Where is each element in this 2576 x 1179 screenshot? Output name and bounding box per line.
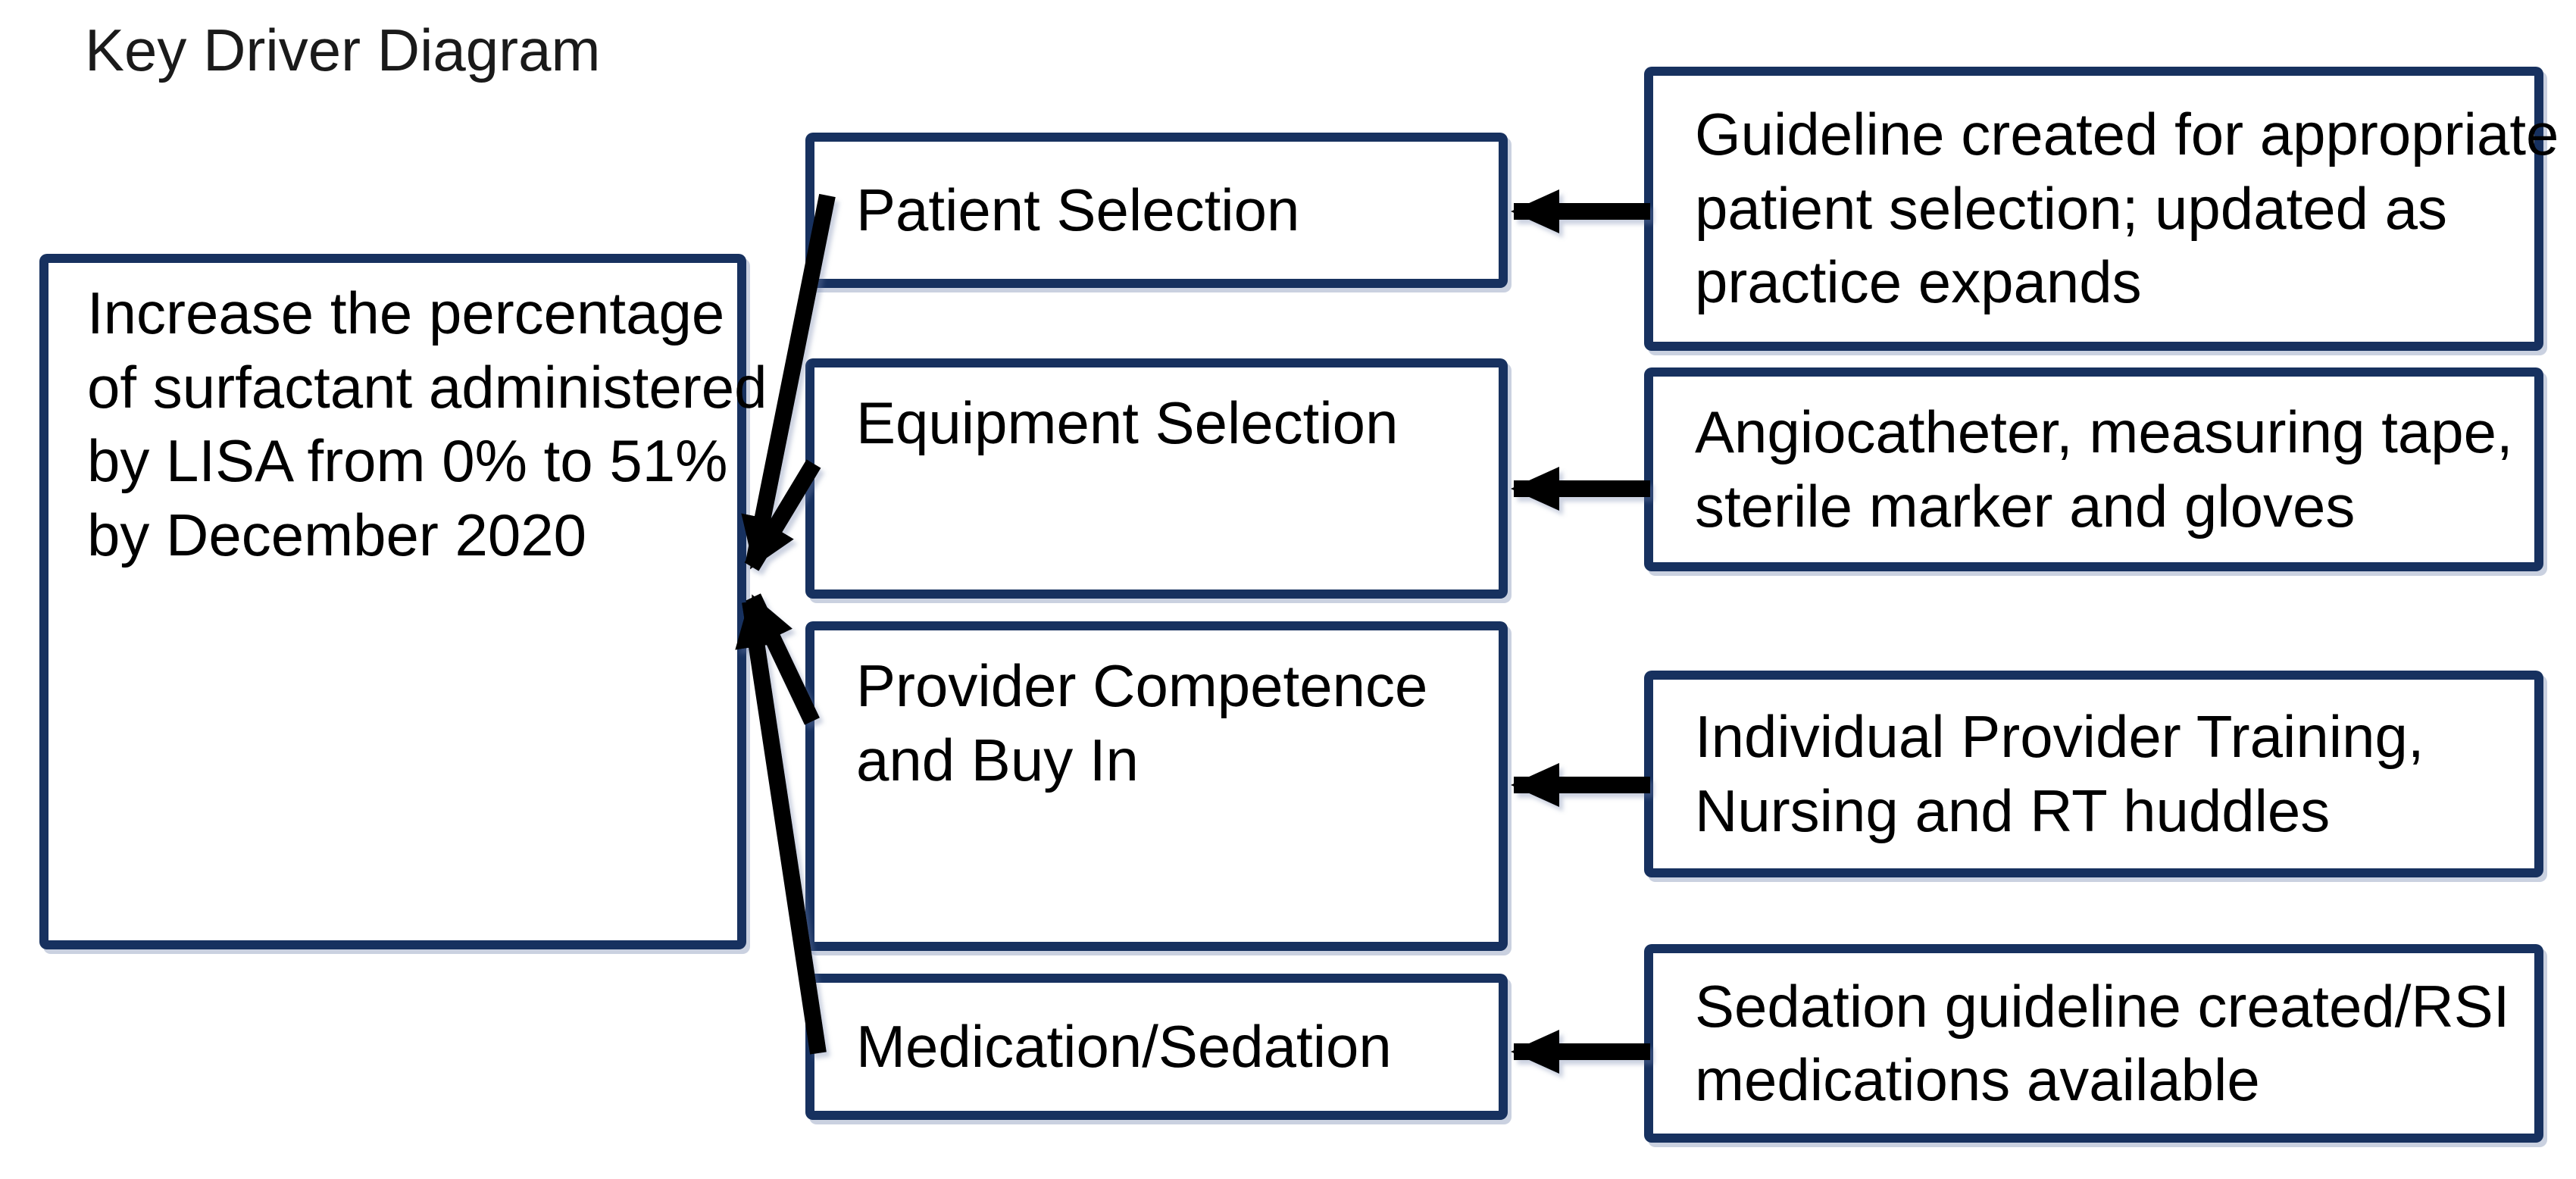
arrow-driver2-to-aim	[744, 459, 821, 571]
intervention-text-equipment: Angiocatheter, measuring tape, sterile m…	[1695, 399, 2513, 539]
intervention-box-sedation-guideline: Sedation guideline created/RSI medicatio…	[1644, 944, 2543, 1143]
driver-label-provider-competence: Provider Competence and Buy In	[856, 652, 1428, 793]
intervention-box-training: Individual Provider Training, Nursing an…	[1644, 671, 2543, 877]
intervention-box-equipment: Angiocatheter, measuring tape, sterile m…	[1644, 367, 2543, 571]
intervention-text-guideline: Guideline created for appropriate patien…	[1695, 101, 2559, 316]
intervention-text-sedation-guideline: Sedation guideline created/RSI medicatio…	[1695, 972, 2510, 1114]
driver-label-medication-sedation: Medication/Sedation	[856, 1012, 1392, 1080]
driver-box-equipment-selection: Equipment Selection	[805, 358, 1508, 599]
intervention-text-training: Individual Provider Training, Nursing an…	[1695, 703, 2424, 844]
driver-box-provider-competence: Provider Competence and Buy In	[805, 621, 1508, 951]
aim-text: Increase the percentage of surfactant ad…	[87, 280, 767, 568]
arrow-driver3-to-aim	[746, 593, 820, 725]
driver-label-equipment-selection: Equipment Selection	[856, 389, 1399, 456]
aim-box: Increase the percentage of surfactant ad…	[39, 254, 767, 949]
intervention-box-guideline: Guideline created for appropriate patien…	[1644, 67, 2559, 351]
diagram-title: Key Driver Diagram	[85, 17, 601, 83]
driver-box-medication-sedation: Medication/Sedation	[805, 974, 1508, 1120]
driver-label-patient-selection: Patient Selection	[856, 176, 1300, 243]
driver-box-patient-selection: Patient Selection	[805, 133, 1508, 288]
